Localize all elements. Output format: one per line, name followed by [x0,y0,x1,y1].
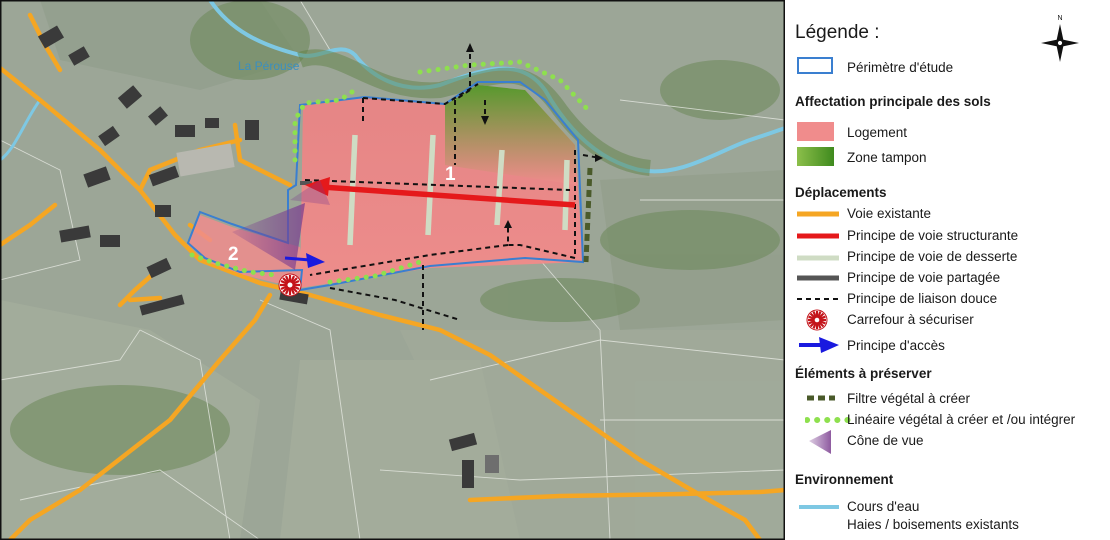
river-swatch [799,505,839,509]
parking-lot [176,143,235,177]
river-riparian-forest [297,49,652,176]
river-label: La Pérouse [238,59,300,73]
zone-1-label: 1 [445,164,456,185]
vegetal-filter [583,167,593,263]
legend-vegetal-filter: Filtre végétal à créer [847,391,971,406]
north-label: N [1057,15,1062,22]
soft-links [304,45,601,330]
buffer-swatch [797,147,834,166]
map-canvas: La Pérouse 1 2 [0,0,785,540]
legend-shared-road: Principe de voie partagée [847,270,1001,285]
access-arrow [284,253,325,268]
soft-link-arrow-right [595,154,603,162]
structuring-road [305,177,576,208]
zone-2-housing [188,215,305,283]
parcel-lines [0,0,785,540]
view-cone-2 [290,180,330,205]
river [208,0,785,174]
soft-link-arrow-up-2 [504,220,512,228]
woodland-patches [10,0,780,475]
legend-section-land-use: Affectation principale des sols [795,94,991,109]
crossroad-icon [278,273,302,297]
legend-buffer: Zone tampon [847,150,927,165]
legend-crossroad: Carrefour à sécuriser [847,312,974,327]
legend-service-road: Principe de voie de desserte [847,249,1018,264]
soft-link-arrow-down [481,116,489,125]
green-hedge-lines [189,59,593,285]
legend-access: Principe d'accès [847,338,945,353]
legend-panel: Légende : N Périmètre d'étude Affectatio… [785,0,1110,540]
legend-view-cone: Cône de vue [847,433,924,448]
north-arrow-icon: N [1041,15,1079,62]
legend-river: Cours d'eau [847,499,920,514]
legend-structuring-road: Principe de voie structurante [847,228,1019,243]
legend-existing-road: Voie existante [847,206,932,221]
zone-2-label: 2 [228,244,239,265]
legend-green-line: Linéaire végétal à créer et /ou intégrer [847,412,1076,427]
housing-swatch [797,122,834,141]
legend-housing: Logement [847,125,908,140]
soft-link-arrow-up [466,43,474,52]
legend-section-movement: Déplacements [795,185,887,200]
view-cone [232,203,305,270]
legend-hedges: Haies / boisements existants [847,517,1019,532]
perimeter-swatch [797,57,833,74]
legend-section-environment: Environnement [795,472,894,487]
movement-symbols [797,211,839,353]
legend-study-perimeter: Périmètre d'étude [847,60,954,75]
map-frame [0,0,785,540]
preserve-symbols [805,395,851,454]
legend-section-preserve: Éléments à préserver [795,366,932,381]
legend-title: Légende : [795,22,880,43]
stream [0,99,42,162]
legend-soft-link: Principe de liaison douce [847,291,998,306]
buffer-zone [445,85,578,185]
